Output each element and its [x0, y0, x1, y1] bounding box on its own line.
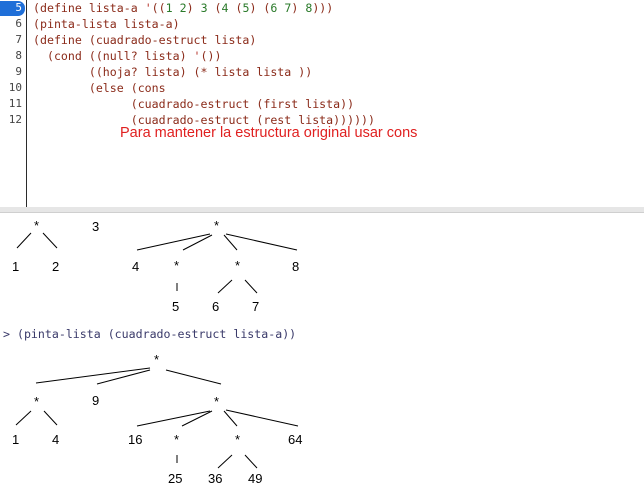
tree-node: 1 — [12, 259, 20, 274]
code-line[interactable]: ((hoja? lista) (* lista lista )) — [33, 65, 313, 79]
tree-node: * — [214, 394, 220, 409]
tree-node: 36 — [208, 471, 223, 486]
code-line[interactable]: (define lista-a '((1 2) 3 (4 (5) (6 7) 8… — [33, 1, 334, 15]
tree-node: * — [34, 394, 40, 409]
tree-node: 25 — [168, 471, 183, 486]
code-line[interactable]: (else (cons — [33, 81, 166, 95]
line-number: 11 — [8, 97, 22, 110]
tree-node: * — [174, 432, 180, 447]
tree-node: 2 — [52, 259, 60, 274]
interactions-pane[interactable]: * 3 * 1 2 4 * * 8 5 6 7 > (pinta-lista (… — [0, 213, 644, 495]
pane-divider[interactable] — [0, 207, 644, 213]
tree-node: * — [154, 352, 160, 367]
tree-node: * — [235, 432, 241, 447]
line-number: 10 — [8, 81, 22, 94]
code-line[interactable]: (cuadrado-estruct (rest lista)))))) — [33, 113, 376, 127]
line-number-gutter: 5 6 7 8 9 10 11 12 — [0, 0, 27, 207]
tree-node: 8 — [292, 259, 300, 274]
code-line[interactable]: (define (cuadrado-estruct lista) — [33, 33, 257, 47]
tree-node: 5 — [172, 299, 180, 314]
code-line[interactable]: (cuadrado-estruct (first lista)) — [33, 97, 355, 111]
tree-node: 7 — [252, 299, 260, 314]
line-number: 6 — [15, 17, 22, 30]
tree-node: * — [34, 218, 40, 233]
current-line-marker — [0, 1, 25, 16]
line-number: 8 — [15, 49, 22, 62]
line-number: 7 — [15, 33, 22, 46]
tree-node: 16 — [128, 432, 143, 447]
definitions-editor[interactable]: 5 6 7 8 9 10 11 12 (define lista-a '((1 … — [0, 0, 644, 207]
annotation-note: Para mantener la estructura original usa… — [120, 125, 418, 141]
tree-node: 1 — [12, 432, 20, 447]
tree-node: 64 — [288, 432, 303, 447]
tree-node: 6 — [212, 299, 220, 314]
code-line[interactable]: (pinta-lista lista-a) — [33, 17, 180, 31]
tree-node: * — [235, 258, 241, 273]
repl-input-line[interactable]: > (pinta-lista (cuadrado-estruct lista-a… — [3, 327, 297, 341]
tree-node: * — [214, 218, 220, 233]
tree-node: * — [174, 258, 180, 273]
tree-node: 4 — [52, 432, 60, 447]
tree-node: 49 — [248, 471, 263, 486]
code-line[interactable]: (cond ((null? lista) '()) — [33, 49, 222, 63]
line-number: 9 — [15, 65, 22, 78]
line-number: 12 — [8, 113, 22, 126]
tree-edges — [15, 232, 299, 469]
line-number: 5 — [15, 1, 22, 14]
tree-node: 4 — [132, 259, 140, 274]
tree-node: 3 — [92, 219, 100, 234]
tree-node: 9 — [92, 393, 100, 408]
